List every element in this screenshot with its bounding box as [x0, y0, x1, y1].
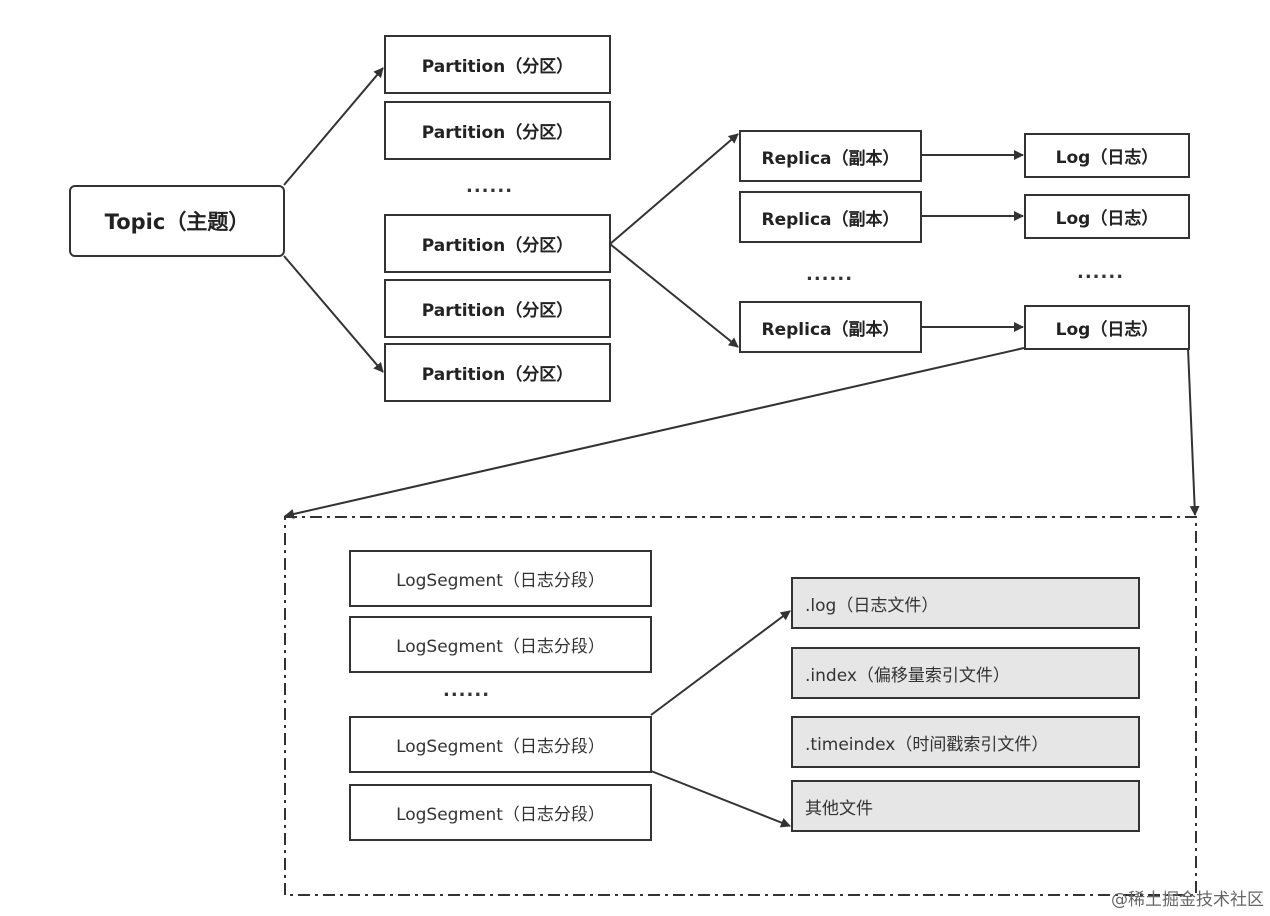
logsegment-box-3: LogSegment（日志分段） [349, 716, 652, 773]
replica-ellipsis: ...... [806, 264, 854, 285]
partition-box-2: Partition（分区） [384, 101, 611, 160]
arrow-segment-to-other-files [650, 770, 791, 828]
replica-box-3: Replica（副本） [739, 301, 922, 353]
log-box-1: Log（日志） [1024, 133, 1190, 178]
logsegment-box-1: LogSegment（日志分段） [349, 550, 652, 607]
log-box-2: Log（日志） [1024, 194, 1190, 239]
log-box-3: Log（日志） [1024, 305, 1190, 350]
replica-box-1: Replica（副本） [739, 130, 922, 182]
partition-box-4: Partition（分区） [384, 279, 611, 338]
logsegment-box-4: LogSegment（日志分段） [349, 784, 652, 841]
partition-ellipsis: ...... [466, 176, 514, 197]
timeindex-file-box: .timeindex（时间戳索引文件） [791, 716, 1140, 768]
partition-box-5: Partition（分区） [384, 343, 611, 402]
index-file-box: .index（偏移量索引文件） [791, 647, 1140, 699]
arrow-log-to-segment-group-left [284, 347, 1025, 519]
arrow-partition-to-replica-3 [609, 243, 739, 348]
other-files-box: 其他文件 [791, 780, 1140, 832]
logsegment-box-2: LogSegment（日志分段） [349, 616, 652, 673]
segment-group-frame [284, 516, 1197, 896]
partition-box-3: Partition（分区） [384, 214, 611, 273]
arrow-segment-to-log-file [650, 610, 791, 716]
arrow-log-to-segment-group-right [1187, 347, 1200, 516]
topic-box: Topic（主题） [69, 185, 285, 257]
replica-box-2: Replica（副本） [739, 191, 922, 243]
source-credit: @稀土掘金技术社区 [1111, 890, 1264, 910]
log-ellipsis: ...... [1077, 262, 1125, 283]
arrow-topic-to-partition-5 [283, 255, 384, 373]
arrow-topic-to-partition-1 [283, 67, 384, 186]
partition-box-1: Partition（分区） [384, 35, 611, 94]
arrow-partition-to-replica-1 [609, 133, 739, 245]
log-file-box: .log（日志文件） [791, 577, 1140, 629]
logsegment-ellipsis: ...... [443, 680, 491, 701]
